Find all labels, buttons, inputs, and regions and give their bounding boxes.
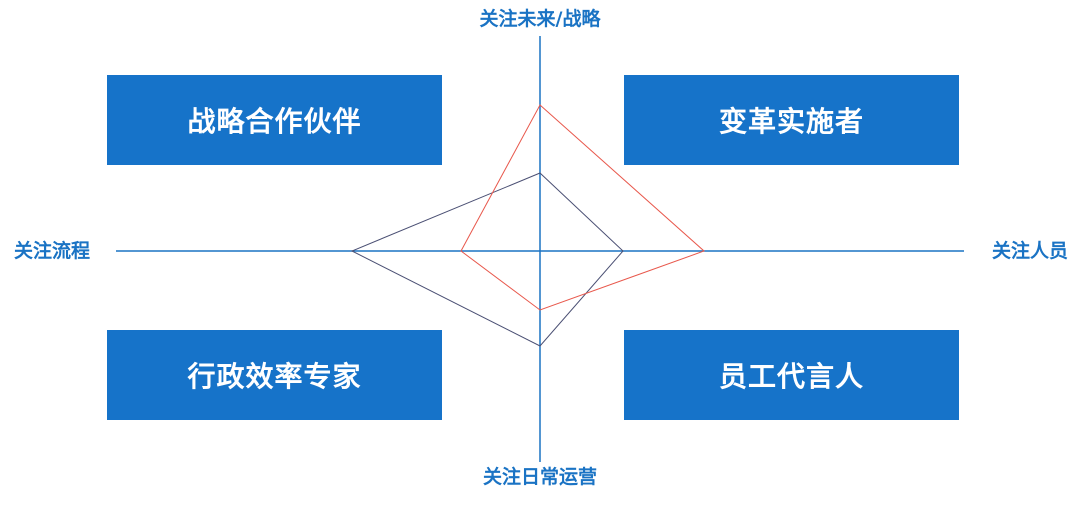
axis-label-top: 关注未来/战略	[479, 8, 601, 30]
red-profile-polygon	[460, 104, 705, 311]
axis-label-bottom: 关注日常运营	[482, 466, 598, 488]
quadrant-label-bottom-left: 行政效率专家	[187, 360, 362, 393]
quadrant-box-employee-champion: 员工代言人	[624, 330, 959, 420]
quadrant-box-strategic-partner: 战略合作伙伴	[107, 75, 442, 165]
axis-label-right: 关注人员	[991, 240, 1068, 262]
quadrant-label-bottom-right: 员工代言人	[718, 360, 864, 393]
axis-label-left: 关注流程	[14, 240, 91, 262]
dark-profile-polygon	[350, 172, 624, 347]
quadrant-label-top-left: 战略合作伙伴	[187, 105, 362, 138]
quadrant-box-administrative-expert: 行政效率专家	[107, 330, 442, 420]
quadrant-label-top-right: 变革实施者	[718, 105, 864, 138]
quadrant-box-change-agent: 变革实施者	[624, 75, 959, 165]
